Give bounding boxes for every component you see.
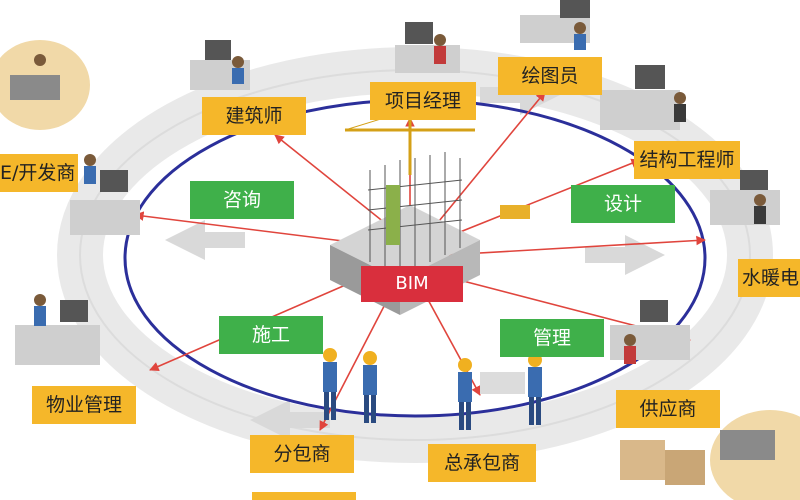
workstation-bottom-right — [710, 410, 800, 500]
spoke-right — [444, 235, 706, 256]
role-structural-engineer-label: 结构工程师 — [634, 141, 740, 179]
phase-design-label: 设计 — [571, 185, 675, 223]
spoke-structural-engineer — [439, 158, 641, 241]
workstation-supplier — [610, 300, 690, 364]
workstation-project-manager — [395, 22, 460, 73]
role-project-manager-label: 项目经理 — [370, 82, 476, 120]
role-subcontractor-label: 分包商 — [250, 435, 354, 473]
worker-2 — [363, 351, 377, 423]
spoke-owner — [134, 211, 376, 246]
phase-management-label: 管理 — [500, 319, 604, 357]
arrow-shape-right — [585, 235, 665, 275]
workstation-property — [15, 294, 100, 365]
workstation-drafter — [520, 0, 590, 50]
workstation-top-left — [0, 40, 90, 130]
role-drafter-label: 绘图员 — [498, 57, 602, 95]
role-owner-developer-label: E/开发商 — [0, 154, 78, 192]
spoke-architect — [274, 134, 401, 236]
bim-center-label: BIM — [361, 266, 463, 302]
role-general-contractor-label: 总承包商 — [428, 444, 536, 482]
role-architect-label: 建筑师 — [202, 97, 306, 135]
role-property-management-label: 物业管理 — [32, 386, 136, 424]
workstation-owner — [70, 154, 140, 235]
workstation-mep — [710, 170, 780, 225]
workstation-structural — [600, 65, 686, 130]
spoke-drafter — [429, 91, 546, 233]
worker-3 — [458, 358, 472, 430]
worker-1 — [323, 348, 337, 420]
blueprint-table — [480, 372, 525, 394]
phase-construction-label: 施工 — [219, 316, 323, 354]
role-supplier-label: 供应商 — [616, 390, 720, 428]
boxes-supplier — [620, 440, 705, 485]
arrow-shape-bottom — [250, 400, 330, 440]
role-cut-off-label — [252, 492, 356, 500]
role-mep-engineer-label: 水暖电工 — [738, 259, 800, 297]
workstation-architect — [190, 40, 250, 90]
phase-consult-label: 咨询 — [190, 181, 294, 219]
arrow-shape-left — [165, 220, 245, 260]
